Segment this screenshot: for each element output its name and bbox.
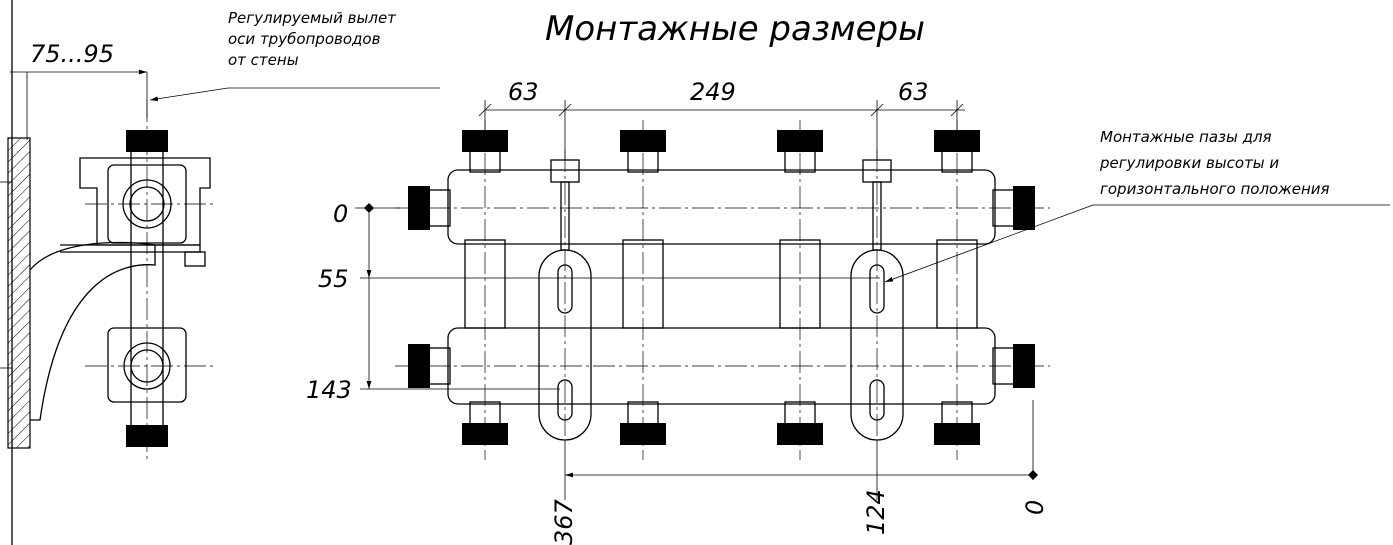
top-thread-2 xyxy=(620,130,666,152)
left-thread-bottom xyxy=(408,344,430,388)
side-view: 75...95 Регулируемый вылет оси трубопров… xyxy=(0,0,440,545)
bottom-thread-4 xyxy=(934,423,980,445)
left-thread-top xyxy=(408,186,430,230)
offset-dim: 75...95 xyxy=(30,40,114,68)
top-dim-right: 63 xyxy=(898,78,929,106)
lower-manifold xyxy=(447,327,996,405)
bottom-dim-367: 367 xyxy=(550,498,578,545)
top-thread-4 xyxy=(934,130,980,152)
lower-housing xyxy=(107,327,187,403)
vertical-dim-143: 143 xyxy=(306,376,352,404)
drawing-title: Монтажные размеры xyxy=(545,9,925,49)
top-thread-3 xyxy=(777,130,823,152)
bottom-thread-3 xyxy=(777,423,823,445)
wall-hatch xyxy=(7,137,31,449)
datum-mark-vertical xyxy=(364,203,374,213)
offset-note-line-2: оси трубопроводов xyxy=(228,30,381,48)
slots-note-line-1: Монтажные пазы для xyxy=(1100,128,1272,146)
datum-mark-horizontal xyxy=(1028,470,1038,480)
bottom-dim-0: 0 xyxy=(1021,500,1049,515)
right-thread-top xyxy=(1013,186,1035,230)
bottom-dim-124: 124 xyxy=(862,489,890,535)
bottom-thread-1 xyxy=(462,423,508,445)
wall-bracket xyxy=(29,241,156,421)
side-thread-top xyxy=(126,130,168,152)
vertical-dim-55: 55 xyxy=(318,265,349,293)
upper-housing xyxy=(79,157,211,246)
slots-note-line-3: горизонтального положения xyxy=(1100,180,1330,198)
top-dim-center: 249 xyxy=(690,78,736,106)
upper-manifold xyxy=(447,169,996,245)
offset-note-line-3: от стены xyxy=(228,51,299,69)
vertical-dim-0: 0 xyxy=(333,200,348,228)
slot-left-upper xyxy=(557,264,573,314)
bottom-thread-2 xyxy=(620,423,666,445)
right-thread-bottom xyxy=(1013,344,1035,388)
offset-note-line-1: Регулируемый вылет xyxy=(228,9,397,27)
front-view: 63 249 63 xyxy=(306,78,1390,545)
mount-bracket-left xyxy=(538,249,592,441)
slots-note-line-2: регулировки высоты и xyxy=(1099,154,1279,172)
slot-right-upper xyxy=(869,264,885,314)
top-dim-left: 63 xyxy=(508,78,539,106)
side-thread-bottom xyxy=(126,425,168,447)
slot-right-lower xyxy=(869,379,885,421)
slot-left-lower xyxy=(557,379,573,421)
top-thread-1 xyxy=(462,130,508,152)
